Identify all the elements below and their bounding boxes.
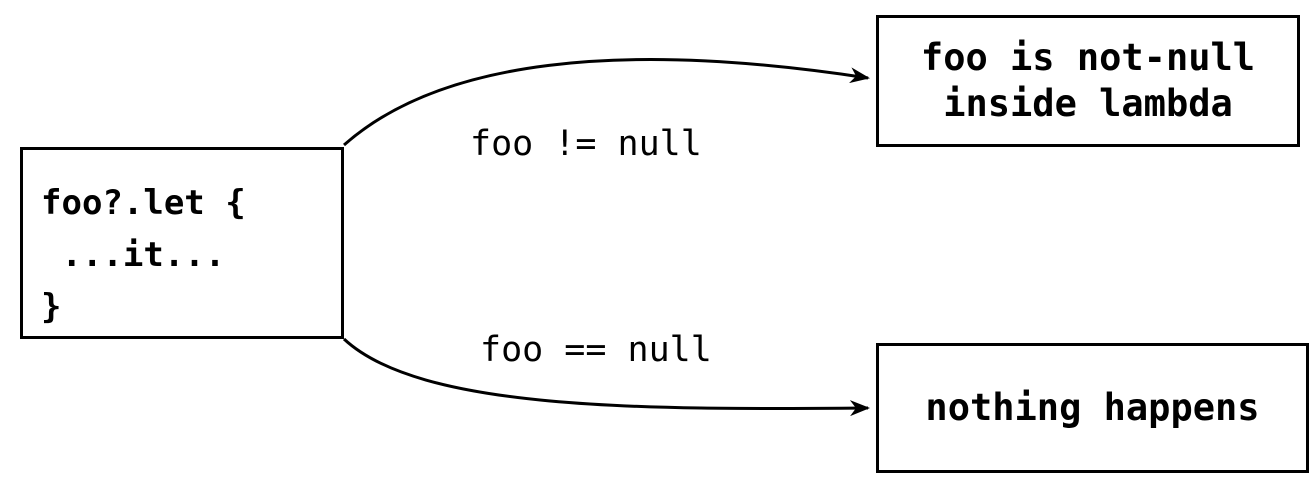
condition-not-null-label: foo != null — [470, 124, 702, 164]
source-code-box: foo?.let { ...it... } — [20, 147, 344, 339]
code-line: foo?.let { — [41, 183, 246, 223]
null-result-text: nothing happens — [925, 386, 1260, 429]
null-result-box: nothing happens — [876, 343, 1309, 473]
code-line: ...it... — [41, 235, 226, 275]
not-null-result-line: inside lambda — [943, 82, 1233, 125]
not-null-result-line: foo is not-null — [920, 36, 1256, 79]
edge-null-arrow — [342, 337, 870, 417]
condition-null-label: foo == null — [480, 330, 712, 370]
source-code: foo?.let { ...it... } — [41, 177, 246, 333]
not-null-result-box: foo is not-null inside lambda — [876, 15, 1300, 147]
code-line: } — [41, 287, 62, 327]
edge-not-null-arrow — [343, 58, 870, 147]
